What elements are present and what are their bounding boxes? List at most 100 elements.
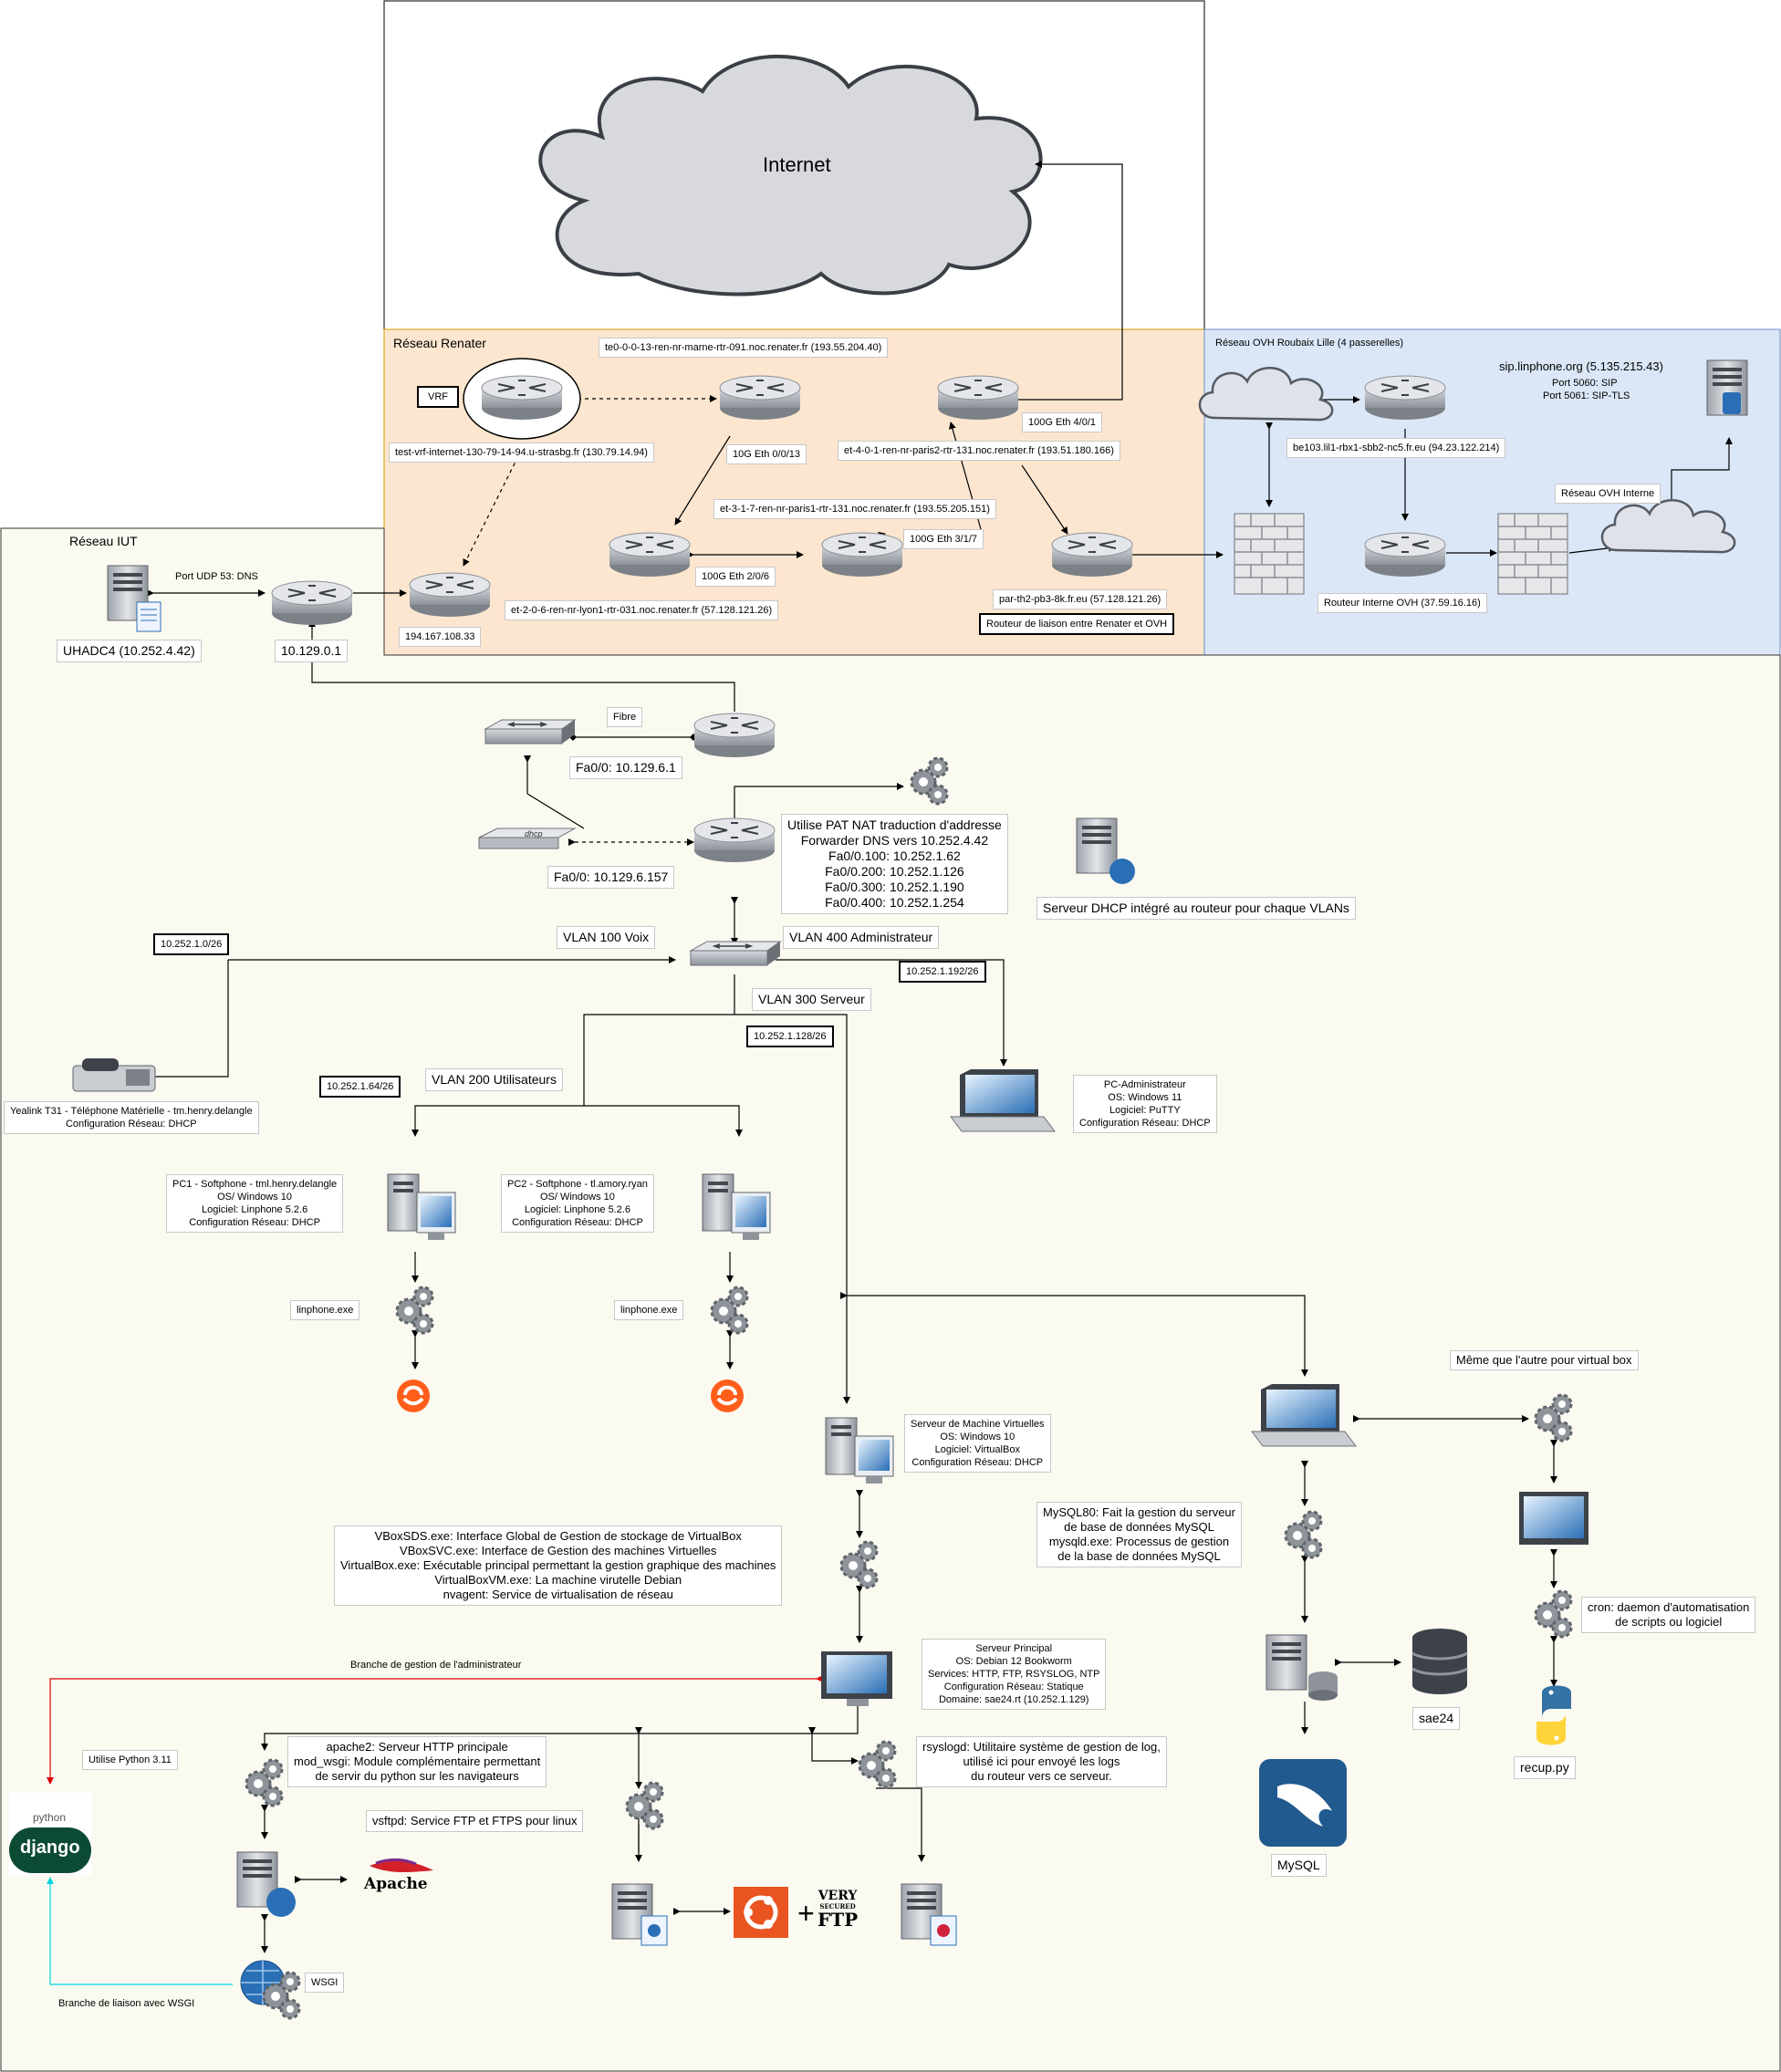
- net-400-label: 10.252.1.192/26: [899, 961, 986, 983]
- yealink-label: Yealink T31 - Téléphone Matérielle - tm.…: [4, 1101, 259, 1134]
- internet-cloud: [538, 54, 1043, 297]
- vm-server-line: Configuration Réseau: DHCP: [911, 1457, 1044, 1468]
- vrf-label: VRF: [417, 386, 459, 408]
- fibre-label: Fibre: [607, 707, 643, 727]
- ftp-server-icon: [611, 1883, 668, 1946]
- yealink-line: Configuration Réseau: DHCP: [65, 1119, 197, 1130]
- apache-info-line: de servir du python sur les navigateurs: [315, 1769, 519, 1783]
- firewall-ovh-2-icon: [1497, 513, 1568, 595]
- django-logo-text: django: [20, 1838, 80, 1858]
- vsftpd-label: vsftpd: Service FTP et FTPS pour linux: [366, 1810, 584, 1832]
- router-par-th2-icon: [1051, 532, 1133, 578]
- ovh-interne-label: Réseau OVH Interne: [1555, 484, 1661, 504]
- internet-label: Internet: [763, 153, 831, 176]
- apache-info-line: apache2: Serveur HTTP principale: [326, 1740, 508, 1754]
- cron-label: cron: daemon d'automatisation de scripts…: [1581, 1597, 1756, 1633]
- router-info-line: Fa0/0.200: 10.252.1.126: [825, 864, 964, 879]
- router-info-line: Forwarder DNS vers 10.252.4.42: [800, 833, 989, 848]
- vbox-line: VirtualBoxVM.exe: La machine virutelle D…: [434, 1573, 682, 1587]
- pc1-line: Configuration Réseau: DHCP: [189, 1217, 320, 1228]
- main-server-line: Serveur Principal: [975, 1643, 1053, 1654]
- port5060-label: Port 5060: SIP: [1552, 378, 1618, 389]
- router-info-line: Fa0/0.300: 10.252.1.190: [825, 880, 964, 894]
- fa0-157-label: Fa0/0: 10.129.6.157: [547, 866, 675, 889]
- vsftp-logo-line: SECURED: [819, 1902, 856, 1911]
- linphone-pc2-icon: [709, 1378, 745, 1414]
- vlan300-label: VLAN 300 Serveur: [752, 988, 871, 1011]
- mysql-info-line: de base de données MySQL: [1064, 1520, 1214, 1534]
- very-secure-ftp-logo: VERY SECURED FTP: [818, 1890, 858, 1930]
- dns-port-label: Port UDP 53: DNS: [175, 571, 258, 582]
- router-paris1-icon: [821, 532, 903, 578]
- python-uses-label: Utilise Python 3.11: [82, 1750, 178, 1770]
- router-vrf-icon: [481, 375, 563, 421]
- rsyslog-line: rsyslogd: Utilitaire système de gestion …: [922, 1740, 1161, 1754]
- apache-info-line: mod_wsgi: Module complémentaire permetta…: [294, 1754, 541, 1768]
- vbox-processes-label: VBoxSDS.exe: Interface Global de Gestion…: [334, 1525, 783, 1606]
- pc1-line: PC1 - Softphone - tml.henry.delangle: [172, 1179, 338, 1190]
- pc-admin-label: PC-Administrateur OS: Windows 11 Logicie…: [1073, 1075, 1217, 1133]
- pc2-label: PC2 - Softphone - tl.amory.ryan OS/ Wind…: [501, 1174, 654, 1233]
- rsyslog-server-icon: [901, 1883, 957, 1946]
- uhadc-label: UHADC4 (10.252.4.42): [57, 640, 202, 662]
- vlan200-label: VLAN 200 Utilisateurs: [425, 1068, 563, 1091]
- router-marne-icon: [719, 375, 801, 421]
- vlan100-label: VLAN 100 Voix: [557, 926, 656, 949]
- link-10g-label: 10G Eth 0/0/13: [726, 444, 807, 464]
- main-server-line: Domaine: sae24.rt (10.252.1.129): [938, 1694, 1089, 1705]
- net-300-label: 10.252.1.128/26: [746, 1026, 834, 1047]
- router-info-line: Fa0/0.100: 10.252.1.62: [828, 849, 961, 863]
- vbox-line: VBoxSVC.exe: Interface de Gestion des ma…: [400, 1544, 717, 1557]
- rsyslog-line: utilisé ici pour envoyé les logs: [963, 1754, 1120, 1768]
- vbox-vm-icon: [1519, 1492, 1588, 1545]
- zone-renater-title: Réseau Renater: [393, 336, 486, 350]
- router-be103-icon: [1364, 375, 1446, 421]
- sae24-label: sae24: [1412, 1707, 1461, 1730]
- dhcp-server-label: Serveur DHCP intégré au routeur pour cha…: [1036, 897, 1356, 920]
- router-ovh-interne-icon: [1364, 532, 1446, 578]
- test-vrf-label: test-vrf-internet-130-79-14-94.u-strasbg…: [389, 443, 654, 463]
- pc2-line: Logiciel: Linphone 5.2.6: [524, 1204, 631, 1215]
- wsgi-branch-label: Branche de liaison avec WSGI: [58, 1998, 195, 2009]
- router-lyon1-icon: [409, 572, 491, 618]
- linphone1-label: linphone.exe: [290, 1300, 360, 1320]
- router-iut-icon: [271, 580, 353, 626]
- pc2-line: OS/ Windows 10: [539, 1192, 615, 1203]
- mysql-logo-icon: [1259, 1759, 1347, 1847]
- switch-main-icon: [690, 941, 781, 966]
- mysql-label: MySQL: [1271, 1854, 1327, 1877]
- link-100g-2-label: 100G Eth 2/0/6: [695, 567, 776, 587]
- phone-yealink-icon: [72, 1058, 156, 1092]
- wsgi-label: WSGI: [305, 1973, 345, 1993]
- router-info-line: Fa0/0.400: 10.252.1.254: [825, 895, 964, 910]
- router-info-box: Utilise PAT NAT traduction d'addresse Fo…: [781, 814, 1008, 914]
- pc2-line: PC2 - Softphone - tl.amory.ryan: [507, 1179, 648, 1190]
- routeur-interne-label: Routeur Interne OVH (37.59.16.16): [1318, 593, 1487, 613]
- zone-ovh-title: Réseau OVH Roubaix Lille (4 passerelles): [1215, 338, 1404, 349]
- pc1-line: Logiciel: Linphone 5.2.6: [201, 1204, 308, 1215]
- switch-top-icon: [484, 719, 576, 744]
- main-server-label: Serveur Principal OS: Debian 12 Bookworm…: [922, 1639, 1107, 1710]
- sae24-database-icon: [1411, 1629, 1468, 1694]
- vbox-line: nvagent: Service de virtualisation de ré…: [443, 1588, 673, 1601]
- vbox-line: VirtualBox.exe: Exécutable principal per…: [340, 1558, 776, 1572]
- router-fibre-icon: [693, 713, 776, 758]
- linphone-pc1-icon: [395, 1378, 432, 1414]
- apache-feather-icon: [370, 1858, 433, 1873]
- pc1-label: PC1 - Softphone - tml.henry.delangle OS/…: [166, 1174, 344, 1233]
- vm-server-line: Logiciel: VirtualBox: [934, 1444, 1020, 1455]
- uhadc-server-icon: [107, 565, 161, 632]
- apache-logo-text: Apache: [364, 1875, 428, 1893]
- python-logo-icon: [1536, 1685, 1571, 1745]
- pc2-line: Configuration Réseau: DHCP: [512, 1217, 643, 1228]
- port5061-label: Port 5061: SIP-TLS: [1543, 390, 1630, 401]
- vlan400-label: VLAN 400 Administrateur: [783, 926, 940, 949]
- mysql-info-line: MySQL80: Fait la gestion du serveur: [1043, 1505, 1235, 1519]
- et3-label: et-3-1-7-ren-nr-paris1-rtr-131.noc.renat…: [713, 499, 996, 519]
- pc1-line: OS/ Windows 10: [217, 1192, 293, 1203]
- mysql-info-line: de la base de données MySQL: [1057, 1549, 1221, 1563]
- liaison-label: Routeur de liaison entre Renater et OVH: [979, 613, 1175, 635]
- ip10129-label: 10.129.0.1: [275, 640, 349, 662]
- svg-text:dhcp: dhcp: [525, 829, 543, 838]
- vm-server-label: Serveur de Machine Virtuelles OS: Window…: [904, 1414, 1051, 1473]
